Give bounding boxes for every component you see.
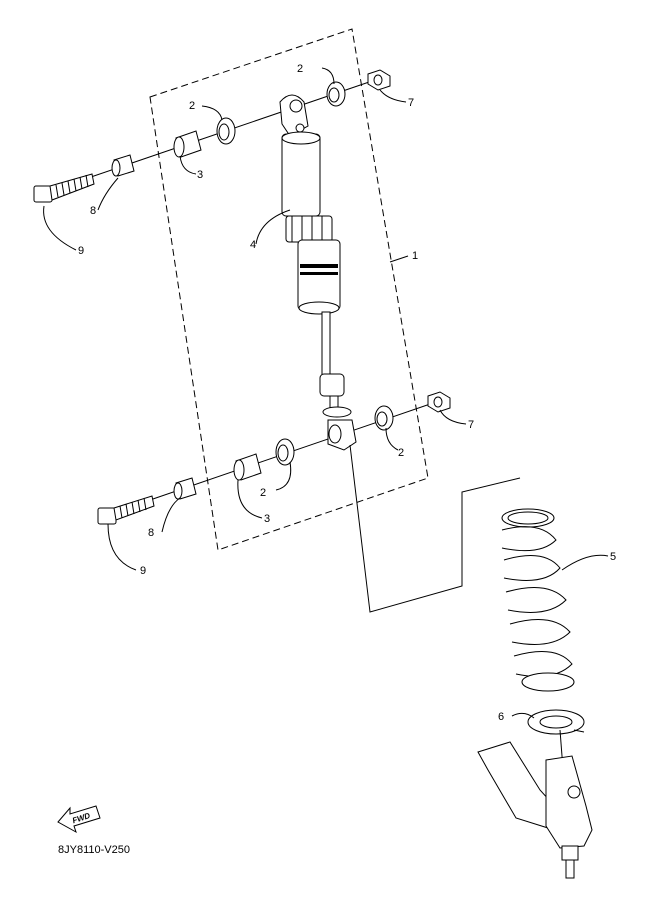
callout-3-upper: 3: [197, 169, 203, 181]
shock-absorber: [279, 94, 357, 451]
callout-1: 1: [412, 250, 418, 262]
callout-2-top-right: 2: [297, 63, 303, 75]
callout-8-upper: 8: [90, 205, 96, 217]
bolt-lower: [97, 495, 155, 525]
nut-lower: [427, 391, 451, 413]
callout-6: 6: [498, 711, 504, 723]
bushing-lower: [233, 453, 262, 481]
spring-seat: [527, 709, 585, 735]
bolt-upper: [33, 173, 95, 203]
callout-2-top-left: 2: [189, 100, 195, 112]
callout-4: 4: [250, 239, 256, 251]
spring-guide-line: [349, 444, 521, 613]
bushing-upper: [173, 130, 202, 158]
collar-lower: [173, 477, 197, 500]
callout-8-lower: 8: [148, 527, 154, 539]
callout-2-lower-left: 2: [260, 487, 266, 499]
fwd-arrow-icon: FWD: [57, 805, 101, 834]
callout-5: 5: [610, 551, 616, 563]
collar-upper: [111, 154, 135, 177]
spacer-upper-right: [326, 81, 346, 107]
lower-arm-mount: [477, 741, 593, 879]
spacer-upper-left: [216, 117, 236, 145]
leader-lines: [43, 67, 609, 719]
callout-9-lower: 9: [140, 565, 146, 577]
spacer-lower-left: [275, 438, 295, 466]
callout-3-lower: 3: [264, 513, 270, 525]
nut-upper: [367, 69, 391, 91]
callout-7-lower: 7: [468, 419, 474, 431]
diagram-code: 8JY8110-V250: [58, 844, 130, 856]
callout-2-lower-right: 2: [398, 447, 404, 459]
spacer-lower-right: [374, 405, 394, 431]
callout-9-upper: 9: [78, 245, 84, 257]
coil-spring: [501, 508, 575, 692]
callout-7-upper: 7: [408, 97, 414, 109]
